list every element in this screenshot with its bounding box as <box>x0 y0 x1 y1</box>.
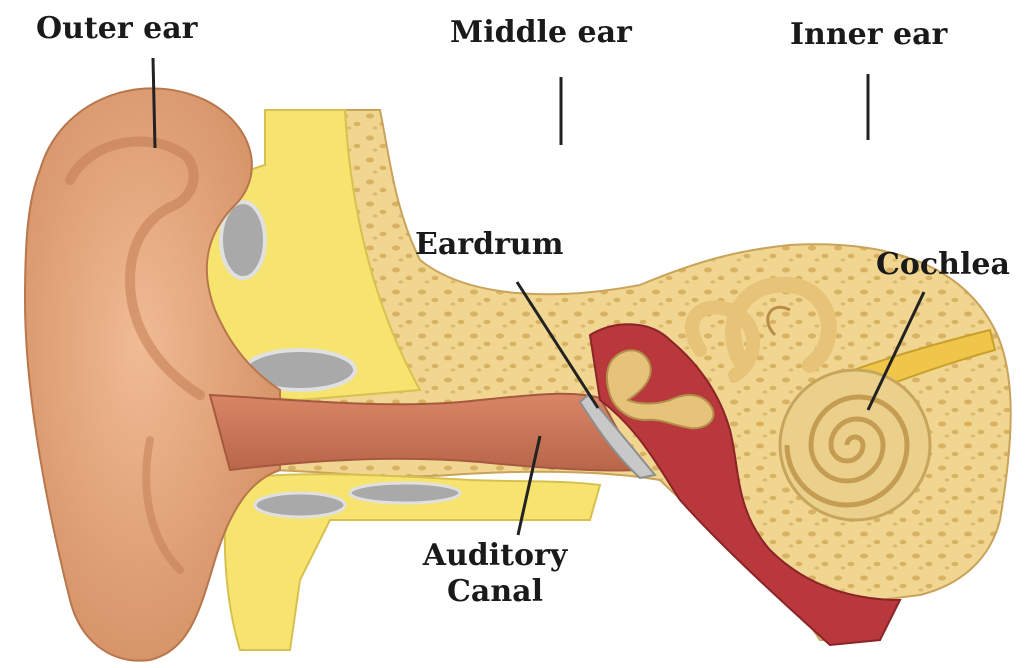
label-inner-ear: Inner ear <box>790 20 947 50</box>
auditory-canal <box>210 394 640 471</box>
grey-tissue <box>350 483 460 503</box>
label-eardrum: Eardrum <box>415 230 563 260</box>
label-auditory-canal: Auditory Canal <box>405 538 585 610</box>
grey-tissue <box>255 493 345 517</box>
label-middle-ear: Middle ear <box>450 18 632 48</box>
label-auditory-canal-line2: Canal <box>405 574 585 610</box>
label-cochlea: Cochlea <box>876 250 1010 280</box>
label-outer-ear: Outer ear <box>36 14 197 44</box>
outer-ear-leader <box>153 58 155 148</box>
label-auditory-canal-line1: Auditory <box>405 538 585 574</box>
